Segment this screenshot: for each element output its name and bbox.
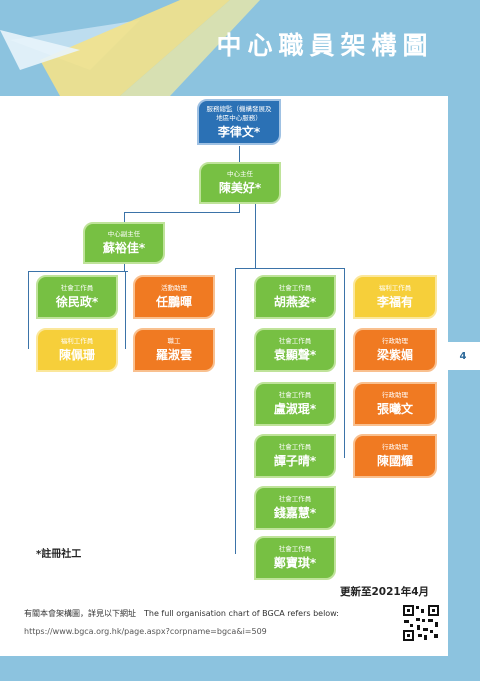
connector bbox=[235, 268, 345, 269]
staff-box: 職工 羅淑雲 bbox=[133, 328, 215, 372]
director-box: 中心主任 陳美好* bbox=[199, 162, 281, 204]
header-decoration bbox=[0, 0, 260, 96]
staff-box: 社會工作員 盧淑琨* bbox=[254, 382, 336, 426]
staff-name: 陳佩珊 bbox=[58, 348, 95, 362]
staff-box: 社會工作員 袁顯聲* bbox=[254, 328, 336, 372]
staff-name: 任鵬暉 bbox=[155, 295, 192, 309]
footer-link[interactable]: https://www.bgca.org.hk/page.aspx?corpna… bbox=[24, 627, 267, 636]
connector bbox=[124, 212, 240, 213]
staff-name: 陳國耀 bbox=[376, 454, 413, 468]
director-role: 中心主任 bbox=[227, 170, 253, 178]
staff-role: 行政助理 bbox=[382, 337, 408, 345]
staff-role: 社會工作員 bbox=[278, 391, 312, 399]
supervisor-role: 服務總監（機構發展及地區中心服務） bbox=[206, 104, 272, 122]
staff-role: 行政助理 bbox=[382, 391, 408, 399]
supervisor-box: 服務總監（機構發展及地區中心服務） 李律文* bbox=[197, 99, 281, 145]
staff-name: 徐民政* bbox=[55, 295, 99, 309]
connector bbox=[28, 271, 29, 349]
deputy-name: 蘇裕佳* bbox=[102, 241, 146, 255]
deputy-box: 中心副主任 蘇裕佳* bbox=[83, 222, 165, 264]
registered-social-worker-note: *註冊社工 bbox=[36, 549, 82, 560]
staff-box: 行政助理 梁紫媚 bbox=[353, 328, 437, 372]
qr-code-icon bbox=[402, 604, 440, 642]
staff-box: 社會工作員 譚子晴* bbox=[254, 434, 336, 478]
staff-role: 社會工作員 bbox=[278, 443, 312, 451]
connector bbox=[28, 271, 128, 272]
connector bbox=[239, 204, 240, 212]
updated-date: 更新至2021年4月 bbox=[340, 586, 430, 598]
staff-role: 活動助理 bbox=[161, 284, 187, 292]
staff-box: 社會工作員 徐民政* bbox=[36, 275, 118, 319]
page-number: 4 bbox=[446, 342, 480, 370]
staff-box: 社會工作員 錢嘉慧* bbox=[254, 486, 336, 530]
staff-name: 鄭寶琪* bbox=[273, 556, 317, 570]
connector bbox=[255, 204, 256, 268]
staff-box: 活動助理 任鵬暉 bbox=[133, 275, 215, 319]
staff-name: 羅淑雲 bbox=[155, 348, 192, 362]
staff-name: 李福有 bbox=[376, 295, 413, 309]
staff-role: 社會工作員 bbox=[278, 545, 312, 553]
staff-box: 行政助理 陳國耀 bbox=[353, 434, 437, 478]
staff-role: 社會工作員 bbox=[278, 337, 312, 345]
connector bbox=[124, 264, 125, 272]
staff-name: 梁紫媚 bbox=[376, 348, 413, 362]
staff-role: 福利工作員 bbox=[378, 284, 412, 292]
connector bbox=[125, 271, 126, 349]
staff-name: 錢嘉慧* bbox=[273, 506, 317, 520]
staff-role: 社會工作員 bbox=[278, 495, 312, 503]
staff-name: 袁顯聲* bbox=[273, 348, 317, 362]
staff-role: 行政助理 bbox=[382, 443, 408, 451]
supervisor-name: 李律文* bbox=[217, 124, 261, 139]
director-name: 陳美好* bbox=[218, 181, 262, 195]
staff-box: 社會工作員 胡燕姿* bbox=[254, 275, 336, 319]
page-title: 中心職員架構圖 bbox=[216, 31, 434, 60]
footer-text: 有關本會架構圖，詳見以下網址 The full organisation cha… bbox=[24, 609, 339, 618]
connector bbox=[344, 268, 345, 458]
staff-role: 福利工作員 bbox=[60, 337, 94, 345]
staff-box: 福利工作員 李福有 bbox=[353, 275, 437, 319]
connector bbox=[235, 268, 236, 554]
deputy-role: 中心副主任 bbox=[107, 230, 141, 238]
staff-box: 社會工作員 鄭寶琪* bbox=[254, 536, 336, 580]
staff-box: 福利工作員 陳佩珊 bbox=[36, 328, 118, 372]
staff-name: 盧淑琨* bbox=[273, 402, 317, 416]
connector bbox=[124, 212, 125, 222]
staff-name: 譚子晴* bbox=[273, 454, 317, 468]
staff-box: 行政助理 張曦文 bbox=[353, 382, 437, 426]
connector bbox=[239, 146, 240, 162]
staff-role: 社會工作員 bbox=[60, 284, 94, 292]
staff-name: 張曦文 bbox=[376, 402, 413, 416]
staff-role: 職工 bbox=[167, 337, 181, 345]
staff-role: 社會工作員 bbox=[278, 284, 312, 292]
staff-name: 胡燕姿* bbox=[273, 295, 317, 309]
